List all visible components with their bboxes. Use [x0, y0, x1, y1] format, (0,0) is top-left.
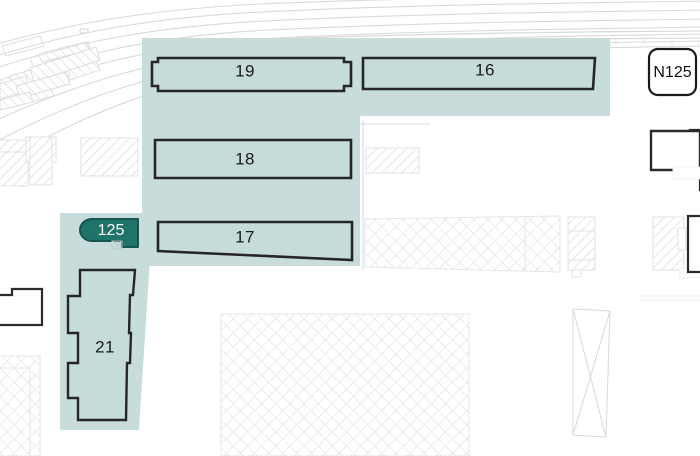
campus-highlight-area[interactable]: [142, 38, 610, 266]
building-17-label: 17: [235, 227, 255, 246]
hatched-block-cluster-right: [567, 216, 596, 278]
faint-grid-bottom-right: [640, 295, 700, 301]
crosshatch-area-bottom-left-2: [0, 367, 31, 456]
hatched-block-cluster-left: [0, 136, 57, 187]
building-east-shadow: [672, 166, 700, 180]
building-16[interactable]: [361, 56, 597, 91]
building-18-label: 18: [235, 149, 255, 168]
building-21-label: 21: [95, 337, 115, 356]
building-16-label: 16: [475, 60, 495, 79]
road-shield-n125-label: N125: [653, 64, 691, 81]
building-19[interactable]: [150, 56, 353, 93]
building-outline-east-annex[interactable]: [649, 129, 700, 172]
building-19-label: 19: [235, 61, 255, 80]
poi-marker-125-shape[interactable]: [79, 218, 139, 248]
building-18[interactable]: [153, 138, 353, 180]
crosshatch-area-strip-east: [364, 215, 561, 273]
road-shield-n125-plate[interactable]: [647, 47, 698, 97]
poi-marker-125[interactable]: 125: [79, 218, 139, 250]
hatched-block-wide-left: [80, 137, 139, 177]
building-outline-far-right[interactable]: [686, 214, 700, 274]
building-21[interactable]: [66, 268, 137, 422]
hatched-block-right-of-highlight: [365, 147, 420, 174]
road-shield-n125[interactable]: N125: [647, 47, 698, 97]
crosshatch-area-central: [220, 313, 470, 456]
crossed-rectangle-parcel: [572, 308, 611, 438]
building-17[interactable]: [156, 220, 354, 262]
poi-marker-125-label: 125: [98, 222, 125, 239]
rail-marker-blip: [79, 28, 89, 34]
parking-hatch-lower-slivers: [0, 71, 71, 111]
building-outline-west[interactable]: [0, 287, 44, 327]
